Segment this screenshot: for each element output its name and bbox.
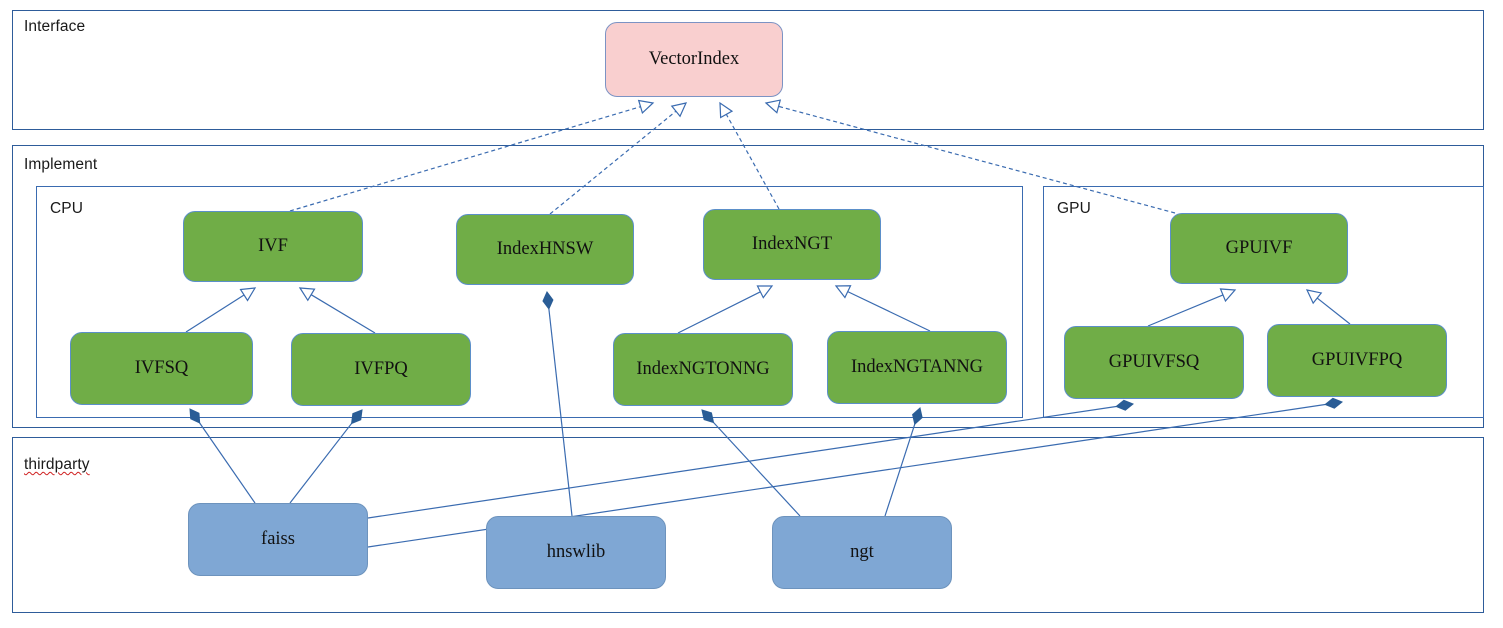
node-vectorindex[interactable]: VectorIndex xyxy=(605,22,783,97)
group-thirdparty xyxy=(12,437,1484,613)
edge-indexngtonng-to-indexngt xyxy=(677,285,774,334)
edge-gpuivfpq-to-gpuivf xyxy=(1305,289,1351,325)
edge-ivfpq-to-ivf xyxy=(298,287,376,334)
node-gpuivfsq[interactable]: GPUIVFSQ xyxy=(1064,326,1244,399)
node-ivfsq[interactable]: IVFSQ xyxy=(70,332,253,405)
group-label-thirdparty: thirdparty xyxy=(24,456,90,473)
edge-ivfsq-to-ivf xyxy=(185,287,257,333)
edge-faiss-to-gpuivfsq xyxy=(367,399,1134,519)
edge-indexngtanng-to-indexngt xyxy=(834,285,931,332)
group-gpu xyxy=(1043,186,1484,418)
edge-ngt-to-indexngtanng xyxy=(884,407,923,517)
group-interface xyxy=(12,10,1484,130)
group-label-interface: Interface xyxy=(24,18,86,35)
node-indexngtanng[interactable]: IndexNGTANNG xyxy=(827,331,1007,404)
group-label-gpu: GPU xyxy=(1057,200,1091,217)
node-faiss[interactable]: faiss xyxy=(188,503,368,576)
node-ngt[interactable]: ngt xyxy=(772,516,952,589)
node-gpuivfpq[interactable]: GPUIVFPQ xyxy=(1267,324,1447,397)
edge-hnswlib-to-indexhnsw xyxy=(542,291,573,517)
group-label-cpu: CPU xyxy=(50,200,84,217)
edge-faiss-to-ivfpq xyxy=(289,409,363,504)
node-gpuivf[interactable]: GPUIVF xyxy=(1170,213,1348,284)
edge-indexngt-to-vectorindex xyxy=(719,101,780,210)
node-indexngt[interactable]: IndexNGT xyxy=(703,209,881,280)
node-ivf[interactable]: IVF xyxy=(183,211,363,282)
edge-indexhnsw-to-vectorindex xyxy=(549,102,688,215)
edge-faiss-to-ivfsq xyxy=(189,408,256,504)
edge-gpuivfsq-to-gpuivf xyxy=(1147,288,1237,327)
edge-ivf-to-vectorindex xyxy=(289,99,655,212)
edge-ngt-to-indexngtonng xyxy=(701,409,801,517)
node-indexhnsw[interactable]: IndexHNSW xyxy=(456,214,634,285)
group-cpu xyxy=(36,186,1023,418)
node-ivfpq[interactable]: IVFPQ xyxy=(291,333,471,406)
node-hnswlib[interactable]: hnswlib xyxy=(486,516,666,589)
group-label-implement: Implement xyxy=(24,156,98,173)
edge-gpuivf-to-vectorindex xyxy=(764,99,1176,214)
node-indexngtonng[interactable]: IndexNGTONNG xyxy=(613,333,793,406)
